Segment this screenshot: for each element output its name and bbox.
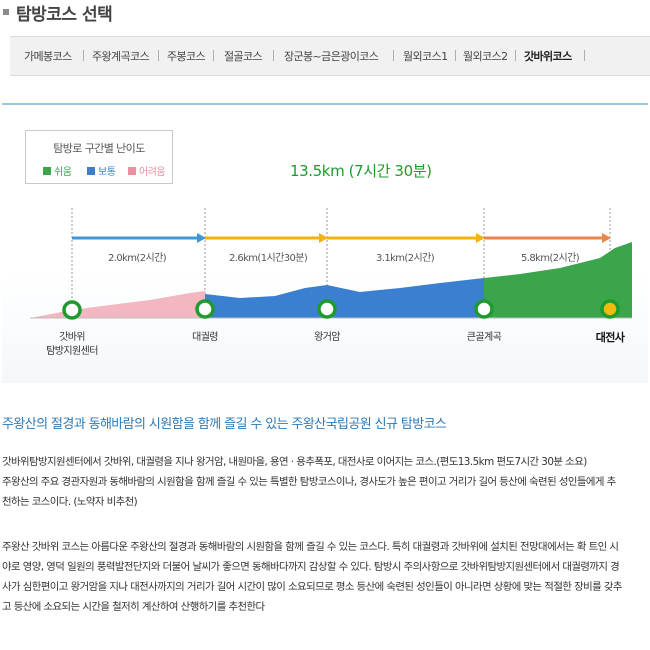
waypoint-marker — [62, 300, 82, 320]
tab-divider — [83, 50, 84, 61]
tab-juwang-valley[interactable]: 주왕계곡코스 — [92, 50, 150, 63]
tab-divider — [213, 50, 214, 61]
bullet-square-icon — [3, 9, 9, 15]
segment-label-2: 2.6km(1시간30분) — [229, 253, 308, 264]
waypoint-label-daejeonsa: 대전사 — [595, 331, 625, 344]
waypoint-label-start: 갓바위 탐방지원센터 — [46, 332, 98, 357]
legend-item-hard: 어려움 — [128, 163, 166, 178]
tab-divider — [273, 50, 274, 61]
segment-arrow-4 — [484, 233, 611, 243]
green-swatch-icon — [43, 167, 51, 175]
legend-item-medium: 보통 — [87, 163, 116, 178]
segment-label-4: 5.8km(2시간) — [521, 253, 580, 264]
course-total: 13.5km (7시간 30분) — [290, 162, 432, 180]
waypoint-label-wanggeoam: 왕거암 — [314, 332, 340, 343]
course-tab-bar: 가메봉코스 주왕계곡코스 주봉코스 절골코스 장군봉~금은광이코스 월외코스1 … — [10, 36, 650, 76]
legend-title: 탐방로 구간별 난이도 — [53, 142, 145, 155]
tab-divider — [393, 50, 394, 61]
tab-gamebong[interactable]: 가메봉코스 — [24, 50, 72, 63]
tab-woloe-1[interactable]: 월외코스1 — [403, 50, 448, 63]
waypoint-label-keungol-valley: 큰골계곡 — [466, 332, 502, 343]
description-paragraph-2: 주왕산 갓바위 코스는 아름다운 주왕산의 절경과 동해바람의 시원함을 함께 … — [2, 541, 622, 613]
segment-label-1: 2.0km(2시간) — [108, 253, 167, 264]
tab-divider — [515, 50, 516, 61]
tab-woloe-2[interactable]: 월외코스2 — [463, 50, 508, 63]
segment-arrow-1 — [72, 233, 206, 243]
waypoint-marker — [195, 299, 215, 319]
difficulty-easy-area — [484, 242, 632, 318]
waypoint-label-daegwollyeong: 대궐령 — [192, 332, 218, 343]
blue-swatch-icon — [87, 167, 95, 175]
tab-divider — [158, 50, 159, 61]
description-headline: 주왕산의 절경과 동해바람의 시원함을 함께 즐길 수 있는 주왕산국립공원 신… — [2, 417, 447, 432]
page-title: 탐방코스 선택 — [16, 5, 113, 25]
segment-arrow-3 — [327, 233, 485, 243]
tab-divider — [584, 50, 585, 61]
tab-gatbawi[interactable]: 갓바위코스 — [524, 50, 572, 63]
description-paragraph-1: 갓바위탐방지원센터에서 갓바위, 대궐령을 지나 왕거암, 내원마을, 용연 ·… — [2, 456, 616, 508]
page-header: 탐방코스 선택 — [0, 0, 650, 30]
tab-divider — [455, 50, 456, 61]
difficulty-legend: 탐방로 구간별 난이도 쉬움 보통 어려움 — [25, 130, 173, 184]
tab-jubong[interactable]: 주봉코스 — [167, 50, 206, 63]
waypoint-marker — [474, 299, 494, 319]
legend-item-easy: 쉬움 — [43, 163, 72, 178]
difficulty-medium-area — [205, 278, 484, 318]
pink-swatch-icon — [128, 167, 136, 175]
tab-jeolgol[interactable]: 절골코스 — [224, 50, 263, 63]
segment-label-3: 3.1km(2시간) — [376, 253, 435, 264]
difficulty-hard-area — [30, 291, 205, 318]
tab-janggunbong[interactable]: 장군봉~금은광이코스 — [284, 50, 379, 63]
waypoint-marker — [317, 299, 337, 319]
destination-marker — [600, 299, 620, 319]
segment-arrow-2 — [205, 233, 328, 243]
